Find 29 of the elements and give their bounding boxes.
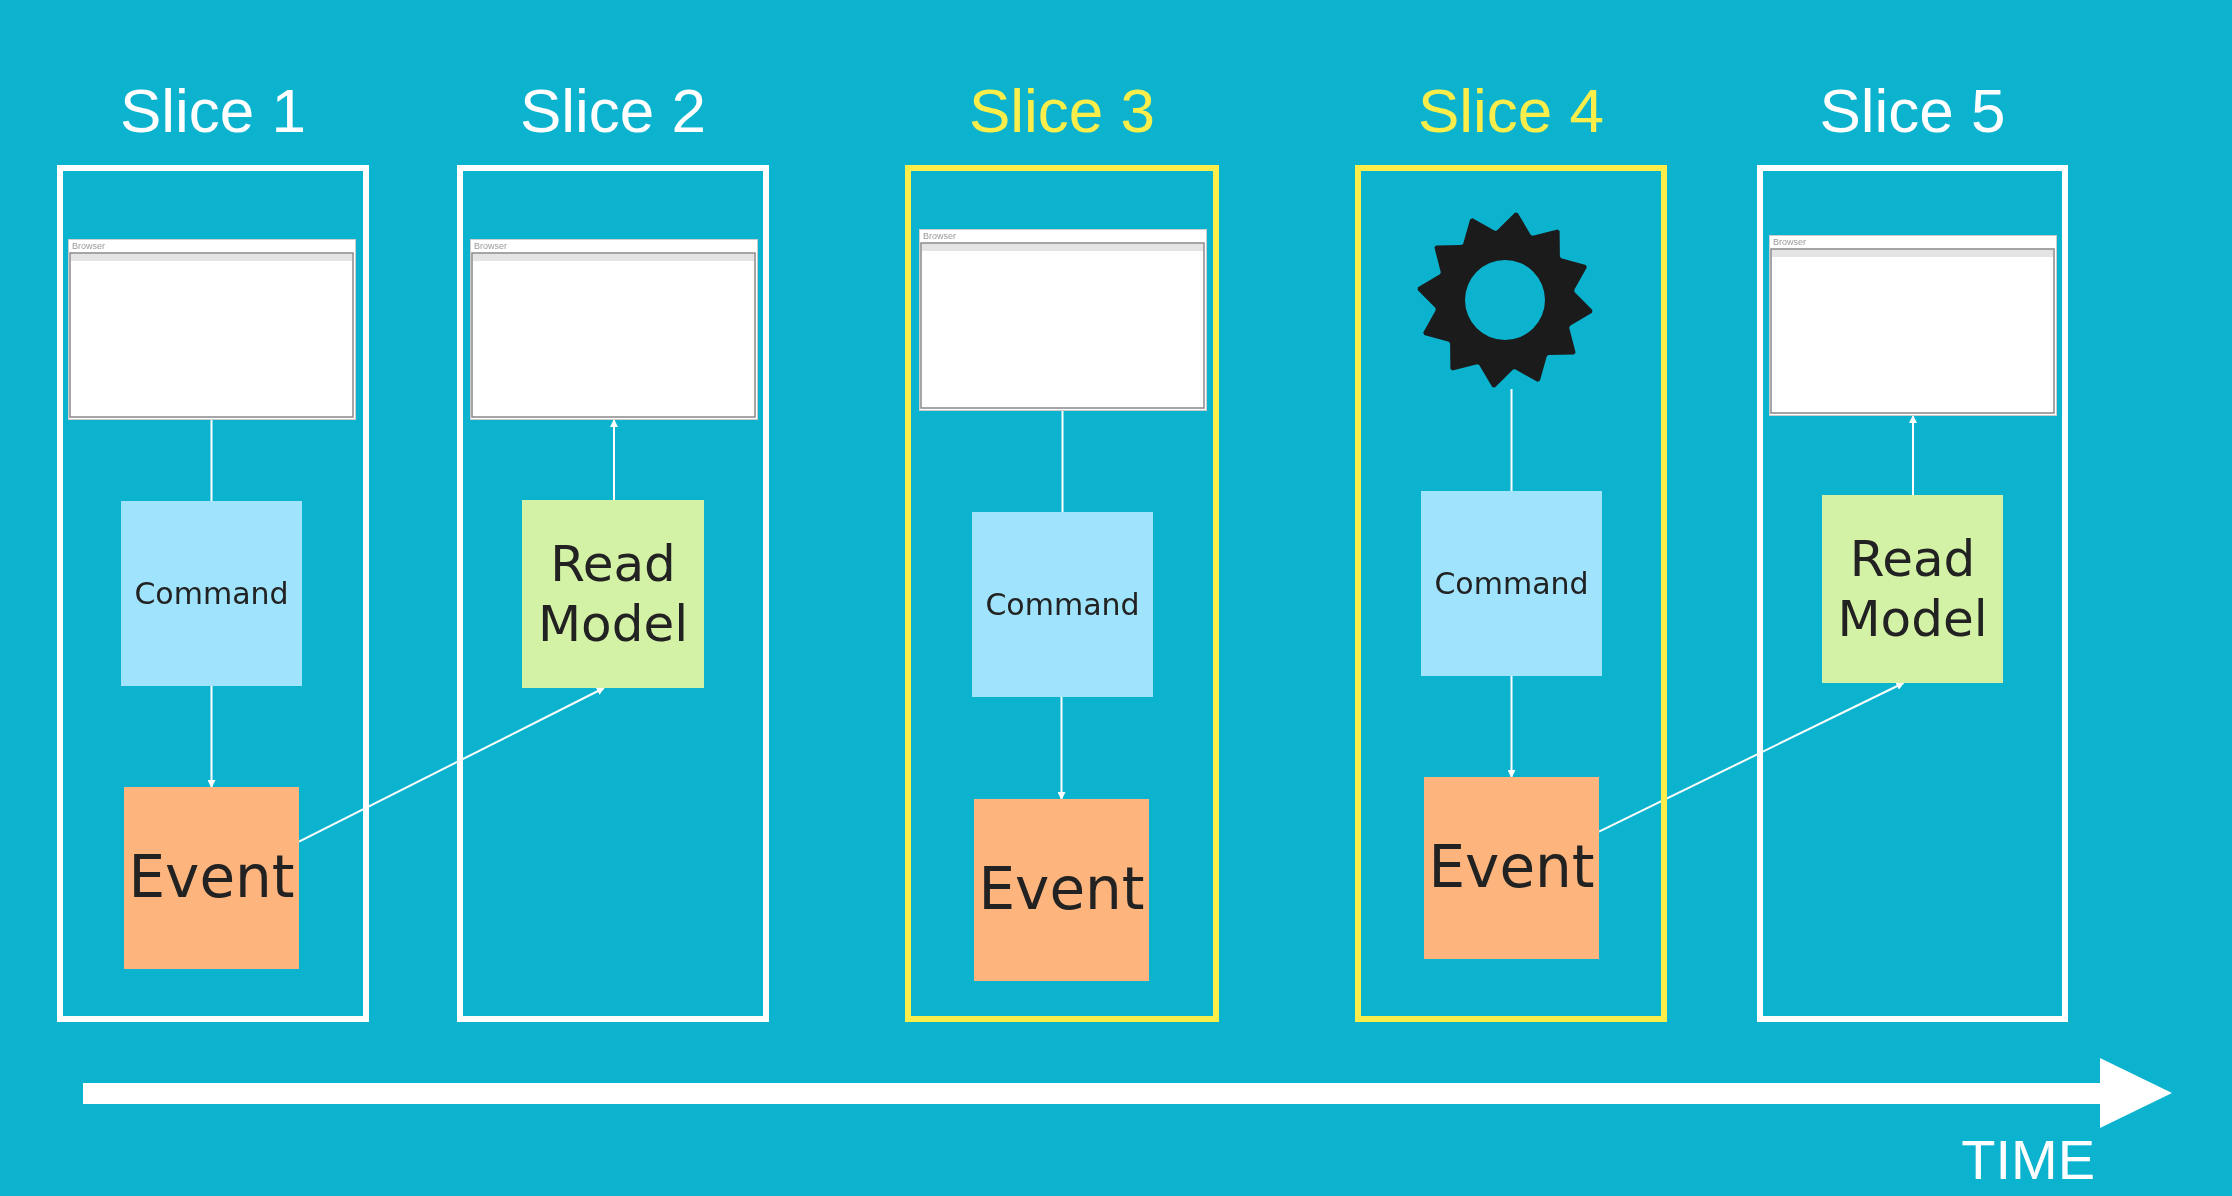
axis-label: TIME bbox=[1961, 1128, 2095, 1192]
read-model-sticky-note: Read Model bbox=[522, 500, 704, 688]
event-sticky-note: Event bbox=[124, 787, 299, 969]
arrow bbox=[1057, 696, 1066, 800]
arrow bbox=[1909, 415, 1917, 496]
slice-title: Slice 5 bbox=[1818, 75, 2007, 147]
window-title: Browser bbox=[474, 241, 507, 252]
slice-title: Slice 3 bbox=[967, 75, 1157, 147]
connector-line bbox=[1510, 388, 1513, 492]
slice-title: Slice 2 bbox=[518, 75, 708, 147]
event-sticky-note: Event bbox=[1424, 777, 1599, 959]
window-title: Browser bbox=[1773, 237, 1806, 248]
read-model-sticky-note: Read Model bbox=[1822, 495, 2003, 683]
event-sticky-note: Event bbox=[974, 799, 1149, 981]
command-sticky-note: Command bbox=[1421, 491, 1602, 676]
arrow bbox=[207, 685, 216, 788]
slice-title: Slice 4 bbox=[1416, 75, 1606, 147]
gear-icon bbox=[1416, 211, 1594, 389]
slice-title: Slice 1 bbox=[118, 75, 308, 147]
window-title: Browser bbox=[72, 241, 105, 252]
window-title: Browser bbox=[923, 231, 956, 242]
command-sticky-note: Command bbox=[121, 501, 302, 686]
connector-line bbox=[210, 419, 213, 502]
arrow bbox=[298, 687, 605, 843]
arrow bbox=[1598, 682, 1905, 833]
connector-line bbox=[1061, 410, 1064, 513]
command-sticky-note: Command bbox=[972, 512, 1153, 697]
arrow bbox=[1507, 675, 1516, 778]
arrow bbox=[610, 419, 618, 501]
